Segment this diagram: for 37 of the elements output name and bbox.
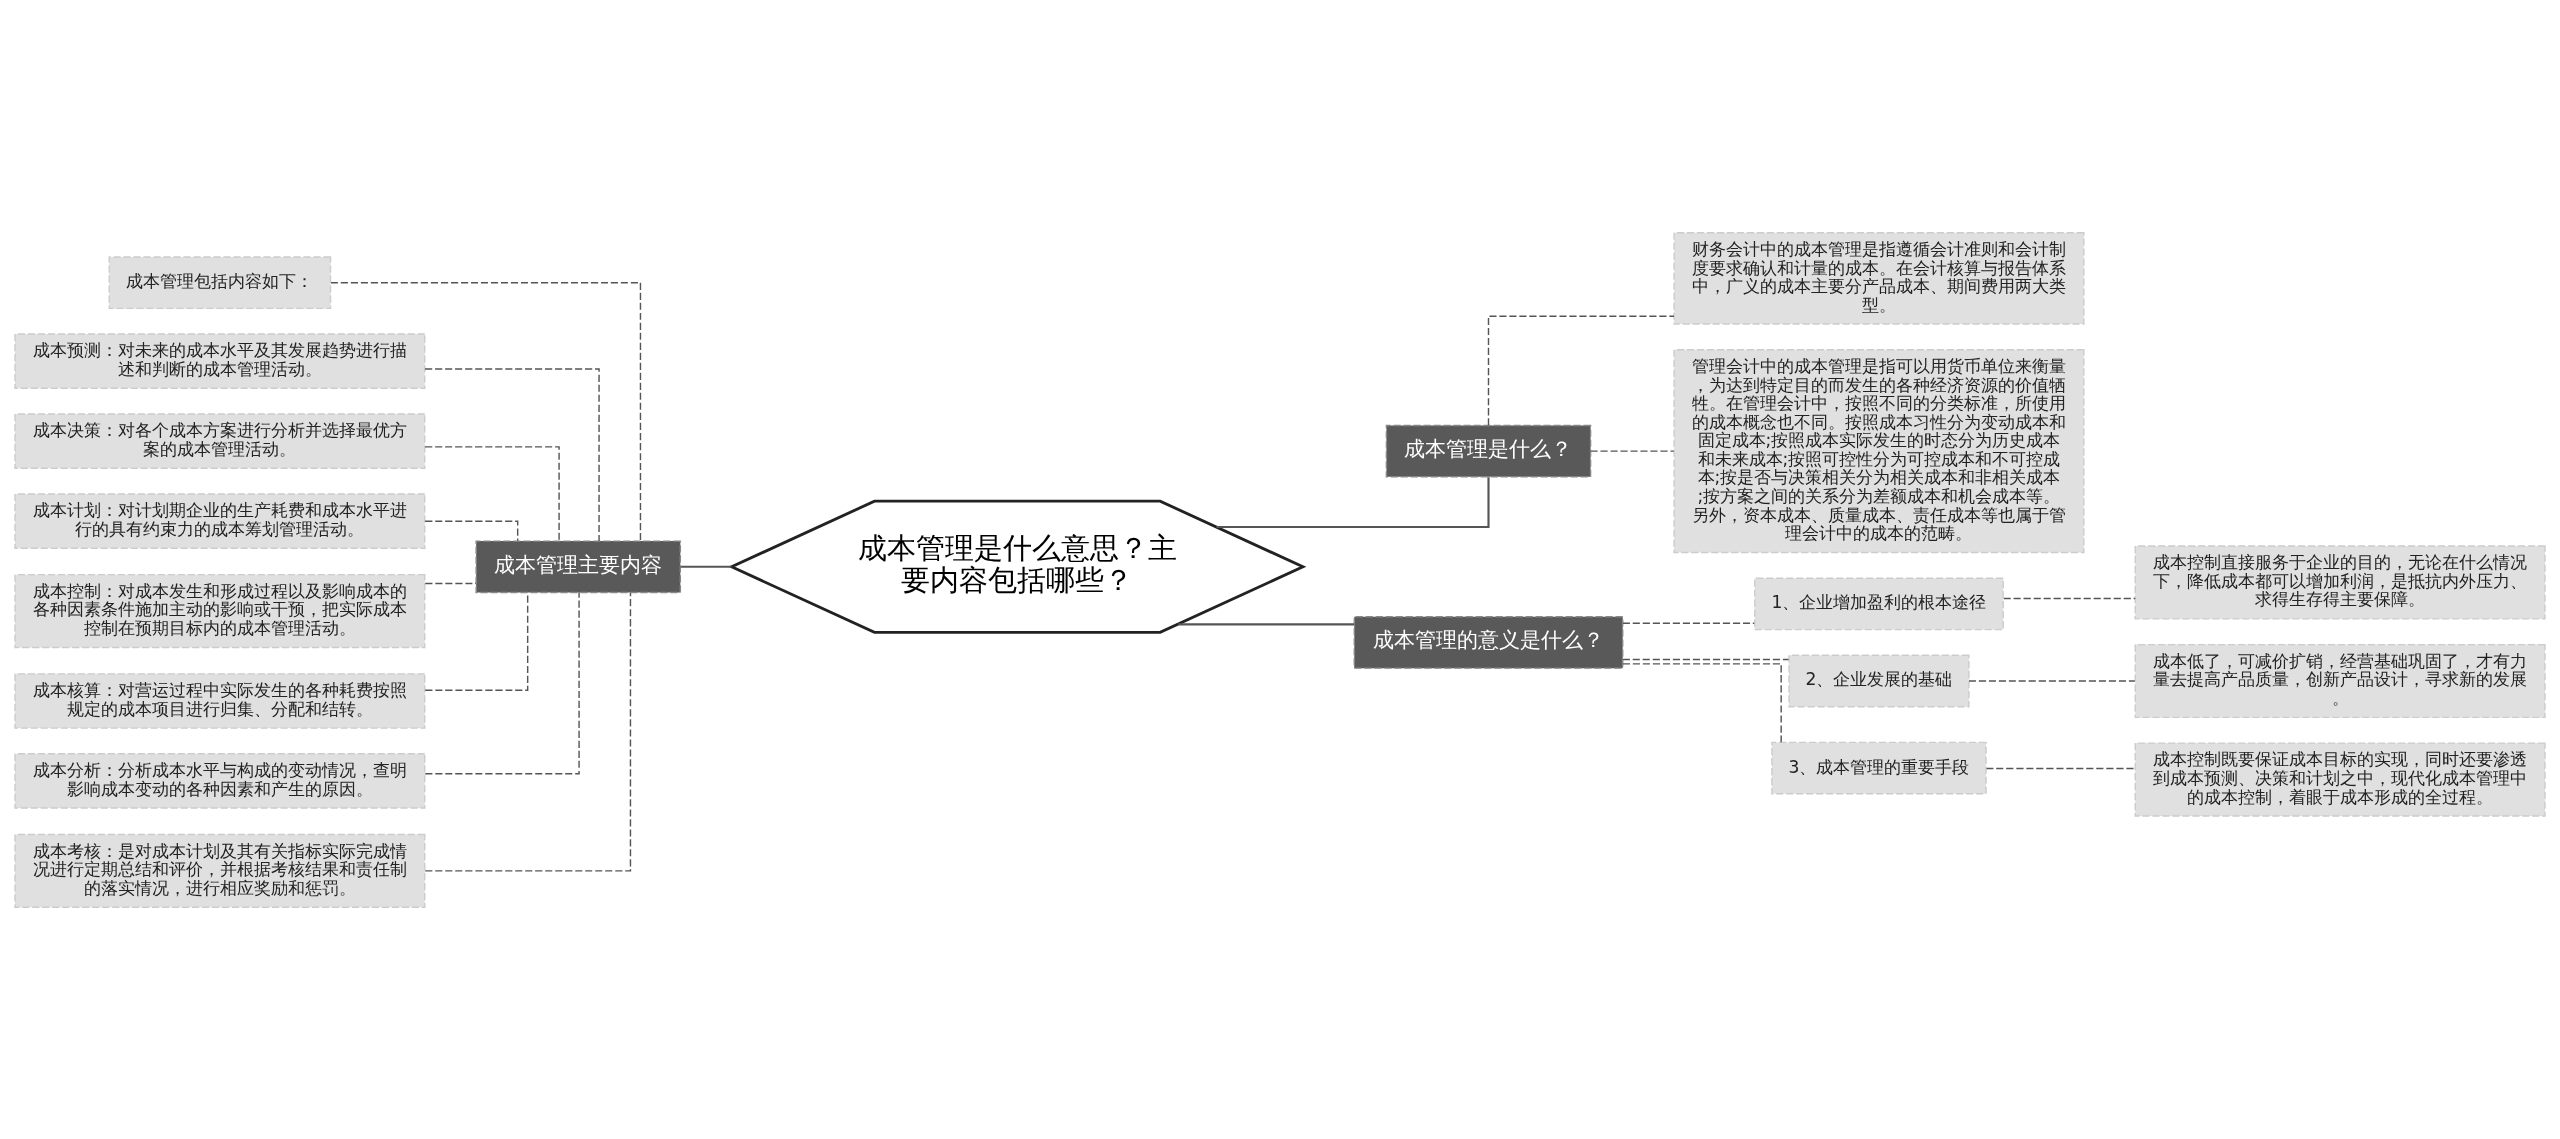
node-box: 成本控制既要保证成本目标的实现，同时还要渗透到成本预测、决策和计划之中，现代化成本管理中的成本控制，着眼于成本形成的全过程。 <box>2134 741 2546 817</box>
connector <box>1622 662 1782 743</box>
connector <box>1968 679 2136 682</box>
node-box: 成本计划：对计划期企业的生产耗费和成本水平进行的具有约束力的成本筹划管理活动。 <box>14 492 426 549</box>
connector <box>1487 315 1675 426</box>
node-box: 成本预测：对未来的成本水平及其发展趋势进行描述和判断的成本管理活动。 <box>14 332 426 389</box>
node-box: 3、成本管理的重要手段 <box>1771 741 1987 794</box>
connector <box>424 367 600 542</box>
node-box: 2、企业发展的基础 <box>1788 654 1970 707</box>
connector <box>1622 621 1755 624</box>
connector <box>330 281 642 542</box>
node-box: 成本考核：是对成本计划及其有关指标实际完成情况进行定期总结和评价，并根据考核结果和责任制的落实情况，进行相应奖励和惩罚。 <box>14 833 426 908</box>
connector <box>424 591 632 872</box>
connector <box>424 520 519 542</box>
connector <box>1178 622 1355 625</box>
connector <box>680 565 732 568</box>
connector <box>1985 767 2136 769</box>
connector <box>424 591 580 774</box>
node-box: 成本管理主要内容 <box>475 539 682 593</box>
node-box: 管理会计中的成本管理是指可以用货币单位来衡量，为达到特定目的而发生的各种经济资源的价值牺牲。在管理会计中，按照不同的分类标准，所使用的成本概念也不同。按照成本习性分为变动成本和固定成本;按照成本实际发生的时态分为历史成本和未来成本;按照可控性分为可控成本和不可控成本;按是否与决策相关分为相关成本和非相关成本;按方案之间的关系分为差额成本和机会成本等。另外，资本成本、质量成本、责任成本等也属于管理会计中的成本的范畴。 <box>1673 348 2085 553</box>
connector <box>424 445 560 541</box>
node-box: 成本控制直接服务于企业的目的，无论在什么情况下，降低成本都可以增加利润，是抵抗内外压力、求得生存得主要保障。 <box>2134 544 2546 620</box>
node-box: 成本决策：对各个成本方案进行分析并选择最优方案的成本管理活动。 <box>14 412 426 469</box>
node-box: 成本管理包括内容如下： <box>108 255 332 309</box>
node-box: 成本控制：对成本发生和形成过程以及影响成本的各种因素条件施加主动的影响或干预，把实际成本控制在预期目标内的成本管理活动。 <box>14 573 426 648</box>
connector <box>1622 658 1790 660</box>
node-box: 成本管理是什么？ <box>1385 424 1592 478</box>
node-box: 成本管理的意义是什么？ <box>1353 615 1624 669</box>
node-box: 1、企业增加盈利的根本途径 <box>1754 577 2004 630</box>
node-box: 财务会计中的成本管理是指遵循会计准则和会计制度要求确认和计量的成本。在会计核算与报告体系中，广义的成本主要分产品成本、期间费用两大类型。 <box>1673 231 2085 325</box>
connector <box>424 582 477 584</box>
node-box: 成本核算：对营运过程中实际发生的各种耗费按照规定的成本项目进行归集、分配和结转。 <box>14 672 426 729</box>
node-box: 成本低了，可减价扩销，经营基础巩固了，才有力量去提高产品质量，创新产品设计，寻求新的发展。 <box>2134 643 2546 718</box>
connector <box>1589 449 1675 452</box>
connector <box>2003 597 2136 599</box>
connector <box>1216 476 1490 528</box>
node-box: 成本分析：分析成本水平与构成的变动情况，查明影响成本变动的各种因素和产生的原因。 <box>14 752 426 809</box>
